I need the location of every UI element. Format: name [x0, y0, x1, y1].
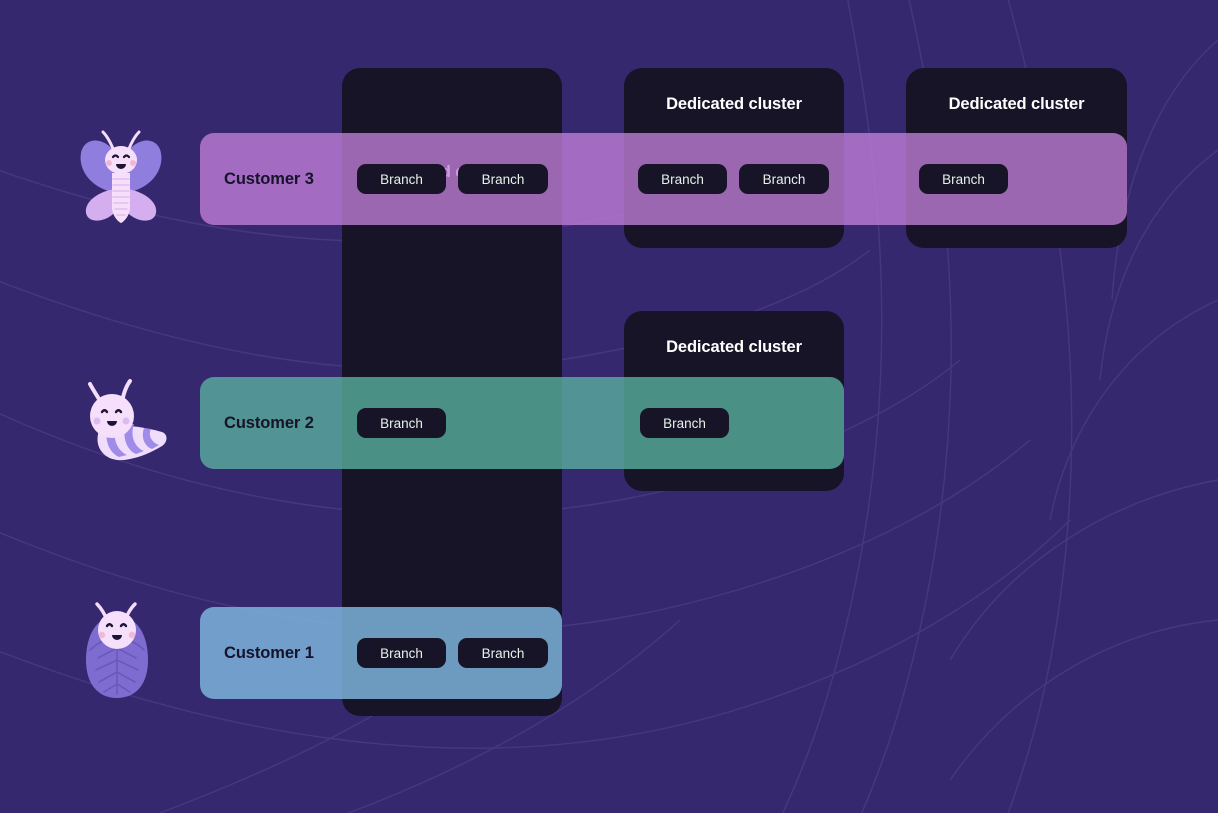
- branch-pill[interactable]: Branch: [357, 638, 446, 668]
- branch-pill[interactable]: Branch: [458, 164, 548, 194]
- branch-pill[interactable]: Branch: [357, 408, 446, 438]
- cluster-title: Dedicated cluster: [666, 338, 802, 356]
- customer-label-customer-1: Customer 1: [224, 644, 314, 662]
- caterpillar-mascot: [88, 379, 167, 461]
- cluster-title: Dedicated cluster: [666, 95, 802, 113]
- branch-pill[interactable]: Branch: [739, 164, 829, 194]
- cocoon-mascot: [86, 602, 148, 698]
- customer-row-customer-2[interactable]: [200, 377, 844, 469]
- butterfly-mascot: [80, 130, 162, 223]
- branch-pill[interactable]: Branch: [638, 164, 727, 194]
- cluster-title: Dedicated cluster: [948, 95, 1085, 113]
- branch-pill[interactable]: Branch: [458, 638, 548, 668]
- branch-pill[interactable]: Branch: [357, 164, 446, 194]
- customer-label-customer-2: Customer 2: [224, 414, 314, 432]
- branch-pill[interactable]: Branch: [640, 408, 729, 438]
- branch-pill[interactable]: Branch: [919, 164, 1008, 194]
- customer-label-customer-3: Customer 3: [224, 170, 314, 188]
